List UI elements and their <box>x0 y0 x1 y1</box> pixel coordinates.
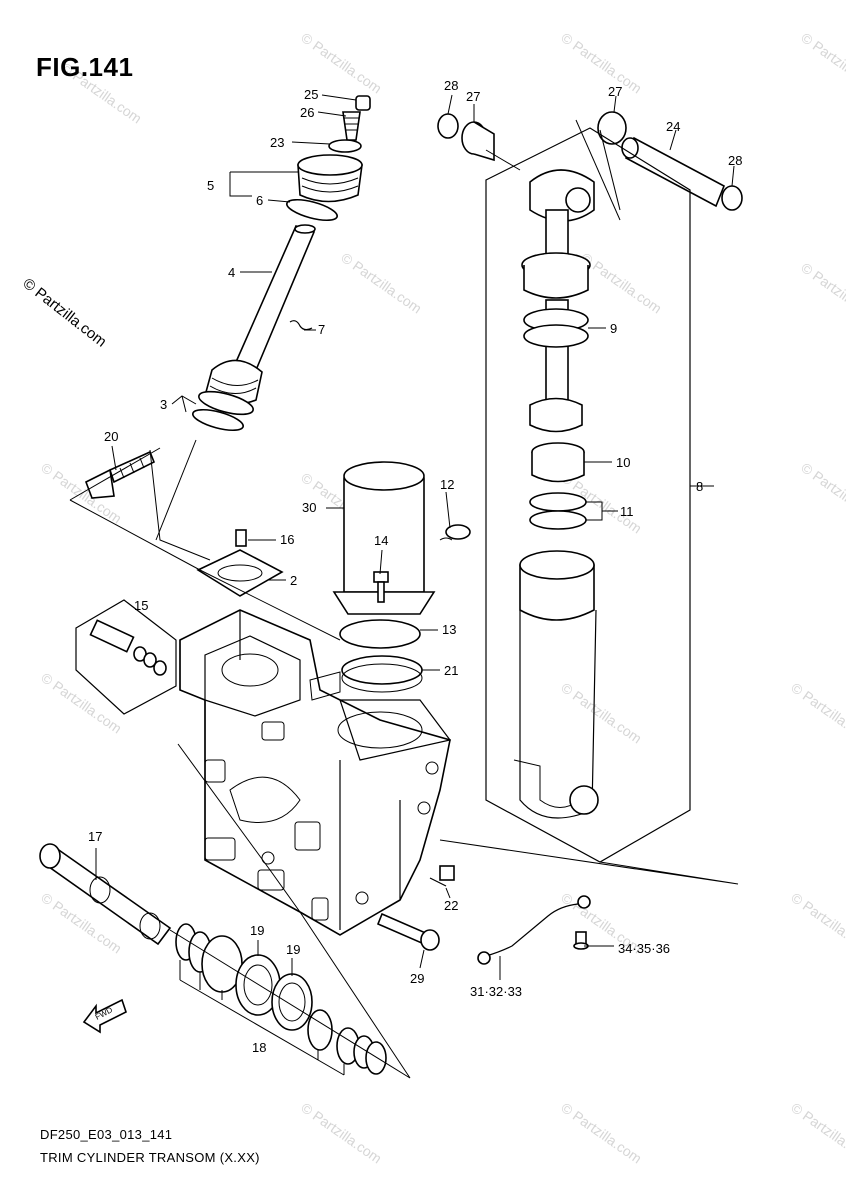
transom-housing <box>179 609 452 936</box>
watermark: © Partzilla.com <box>558 1099 644 1166</box>
callout-2: 2 <box>290 573 297 588</box>
watermark: © Partzilla.com <box>558 29 644 96</box>
callout-24: 24 <box>666 119 680 134</box>
callout-13: 13 <box>442 622 456 637</box>
part-14-bolt <box>373 571 389 603</box>
part-6-o-ring <box>286 198 338 222</box>
part-22-bolt <box>429 865 455 887</box>
part-9-o-rings <box>523 308 589 348</box>
callout-6: 6 <box>256 193 263 208</box>
callout-8: 8 <box>696 479 703 494</box>
part-12-plug <box>439 524 471 541</box>
part-7-clip <box>289 320 313 331</box>
callout-19-a: 19 <box>250 923 264 938</box>
callout-14: 14 <box>374 533 388 548</box>
watermark: © Partzilla.com <box>578 249 664 316</box>
part-13-o-ring <box>339 619 421 649</box>
part-23-screw <box>328 139 362 153</box>
figure-code: DF250_E03_013_141 <box>40 1127 173 1142</box>
part-28-circlip-left <box>437 113 459 139</box>
part-3-o-rings <box>192 390 254 432</box>
callout-17: 17 <box>88 829 102 844</box>
part-19-washers <box>235 954 313 1031</box>
part-24-pin <box>621 136 726 208</box>
callout-31-32-33: 31·32·33 <box>470 984 522 999</box>
figure-name: TRIM CYLINDER TRANSOM (X.XX) <box>40 1150 260 1165</box>
part-11-o-rings <box>529 492 587 530</box>
part-29-bolt <box>376 912 440 951</box>
part-21-o-ring <box>341 655 423 693</box>
callout-26: 26 <box>300 105 314 120</box>
watermark: © Partzilla.com <box>338 249 424 316</box>
part-2-plate <box>196 549 284 597</box>
callout-5: 5 <box>207 178 214 193</box>
part-8-piston <box>529 397 583 433</box>
part-5-cylinder-head <box>297 154 363 203</box>
part-8-bracket-outline <box>485 127 691 863</box>
callout-19-b: 19 <box>286 942 300 957</box>
part-30-reservoir <box>332 461 436 615</box>
part-27-bushing-right <box>597 111 627 145</box>
callout-34-35-36: 34·35·36 <box>618 941 670 956</box>
part-8-rod <box>545 209 569 401</box>
figure-title: FIG.141 <box>36 52 134 82</box>
callout-28-right: 28 <box>728 153 742 168</box>
callout-25: 25 <box>304 87 318 102</box>
part-27-bushing-left <box>461 121 495 162</box>
callout-23: 23 <box>270 135 284 150</box>
callout-28-left: 28 <box>444 78 458 93</box>
watermark: © Partzilla.com <box>788 679 846 746</box>
callout-15: 15 <box>134 598 148 613</box>
watermark: © Partzilla.com <box>298 1099 384 1166</box>
part-25-cap <box>355 95 371 111</box>
callout-7: 7 <box>318 322 325 337</box>
part-8-rod-flange <box>521 252 591 299</box>
callout-12: 12 <box>440 477 454 492</box>
callout-22: 22 <box>444 898 458 913</box>
callout-labels: 25 26 23 5 6 4 7 3 20 16 2 15 30 12 14 1… <box>88 78 742 1055</box>
part-16-screw <box>235 529 247 547</box>
callout-29: 29 <box>410 971 424 986</box>
part-8-upper-eye <box>529 169 595 222</box>
watermark: © Partzilla.com <box>798 259 846 326</box>
callout-18: 18 <box>252 1040 266 1055</box>
callout-10: 10 <box>616 455 630 470</box>
callout-30: 30 <box>302 500 316 515</box>
part-10-gland <box>531 442 585 483</box>
part-26-valve <box>342 111 361 141</box>
part-17-shaft <box>39 843 172 946</box>
watermark: © Partzilla.com <box>558 679 644 746</box>
callout-27-left: 27 <box>466 89 480 104</box>
leader-lines <box>95 94 735 1076</box>
watermark: © Partzilla.com <box>788 889 846 956</box>
part-8-cylinder-body <box>513 550 599 819</box>
watermark: © Partzilla.com <box>798 459 846 526</box>
watermark: © Partzilla.com <box>798 29 846 96</box>
part-28-circlip-right <box>721 185 743 211</box>
assembly-guide-lines <box>69 119 739 1079</box>
part-18-rings <box>175 923 387 1075</box>
callout-27-right: 27 <box>608 84 622 99</box>
part-15-valve-kit <box>75 599 177 715</box>
callout-21: 21 <box>444 663 458 678</box>
watermark: © Partzilla.com <box>788 1099 846 1166</box>
callout-11: 11 <box>620 504 634 519</box>
part-31-32-33-ground-wire <box>477 895 591 965</box>
callout-3: 3 <box>160 397 167 412</box>
fwd-arrow-icon: FWD <box>82 998 127 1034</box>
callout-16: 16 <box>280 532 294 547</box>
callout-9: 9 <box>610 321 617 336</box>
part-20-valve <box>84 450 156 499</box>
callout-4: 4 <box>228 265 235 280</box>
callout-20: 20 <box>104 429 118 444</box>
part-4-piston-rod <box>234 224 316 372</box>
part-34-35-36-screw <box>573 931 589 950</box>
